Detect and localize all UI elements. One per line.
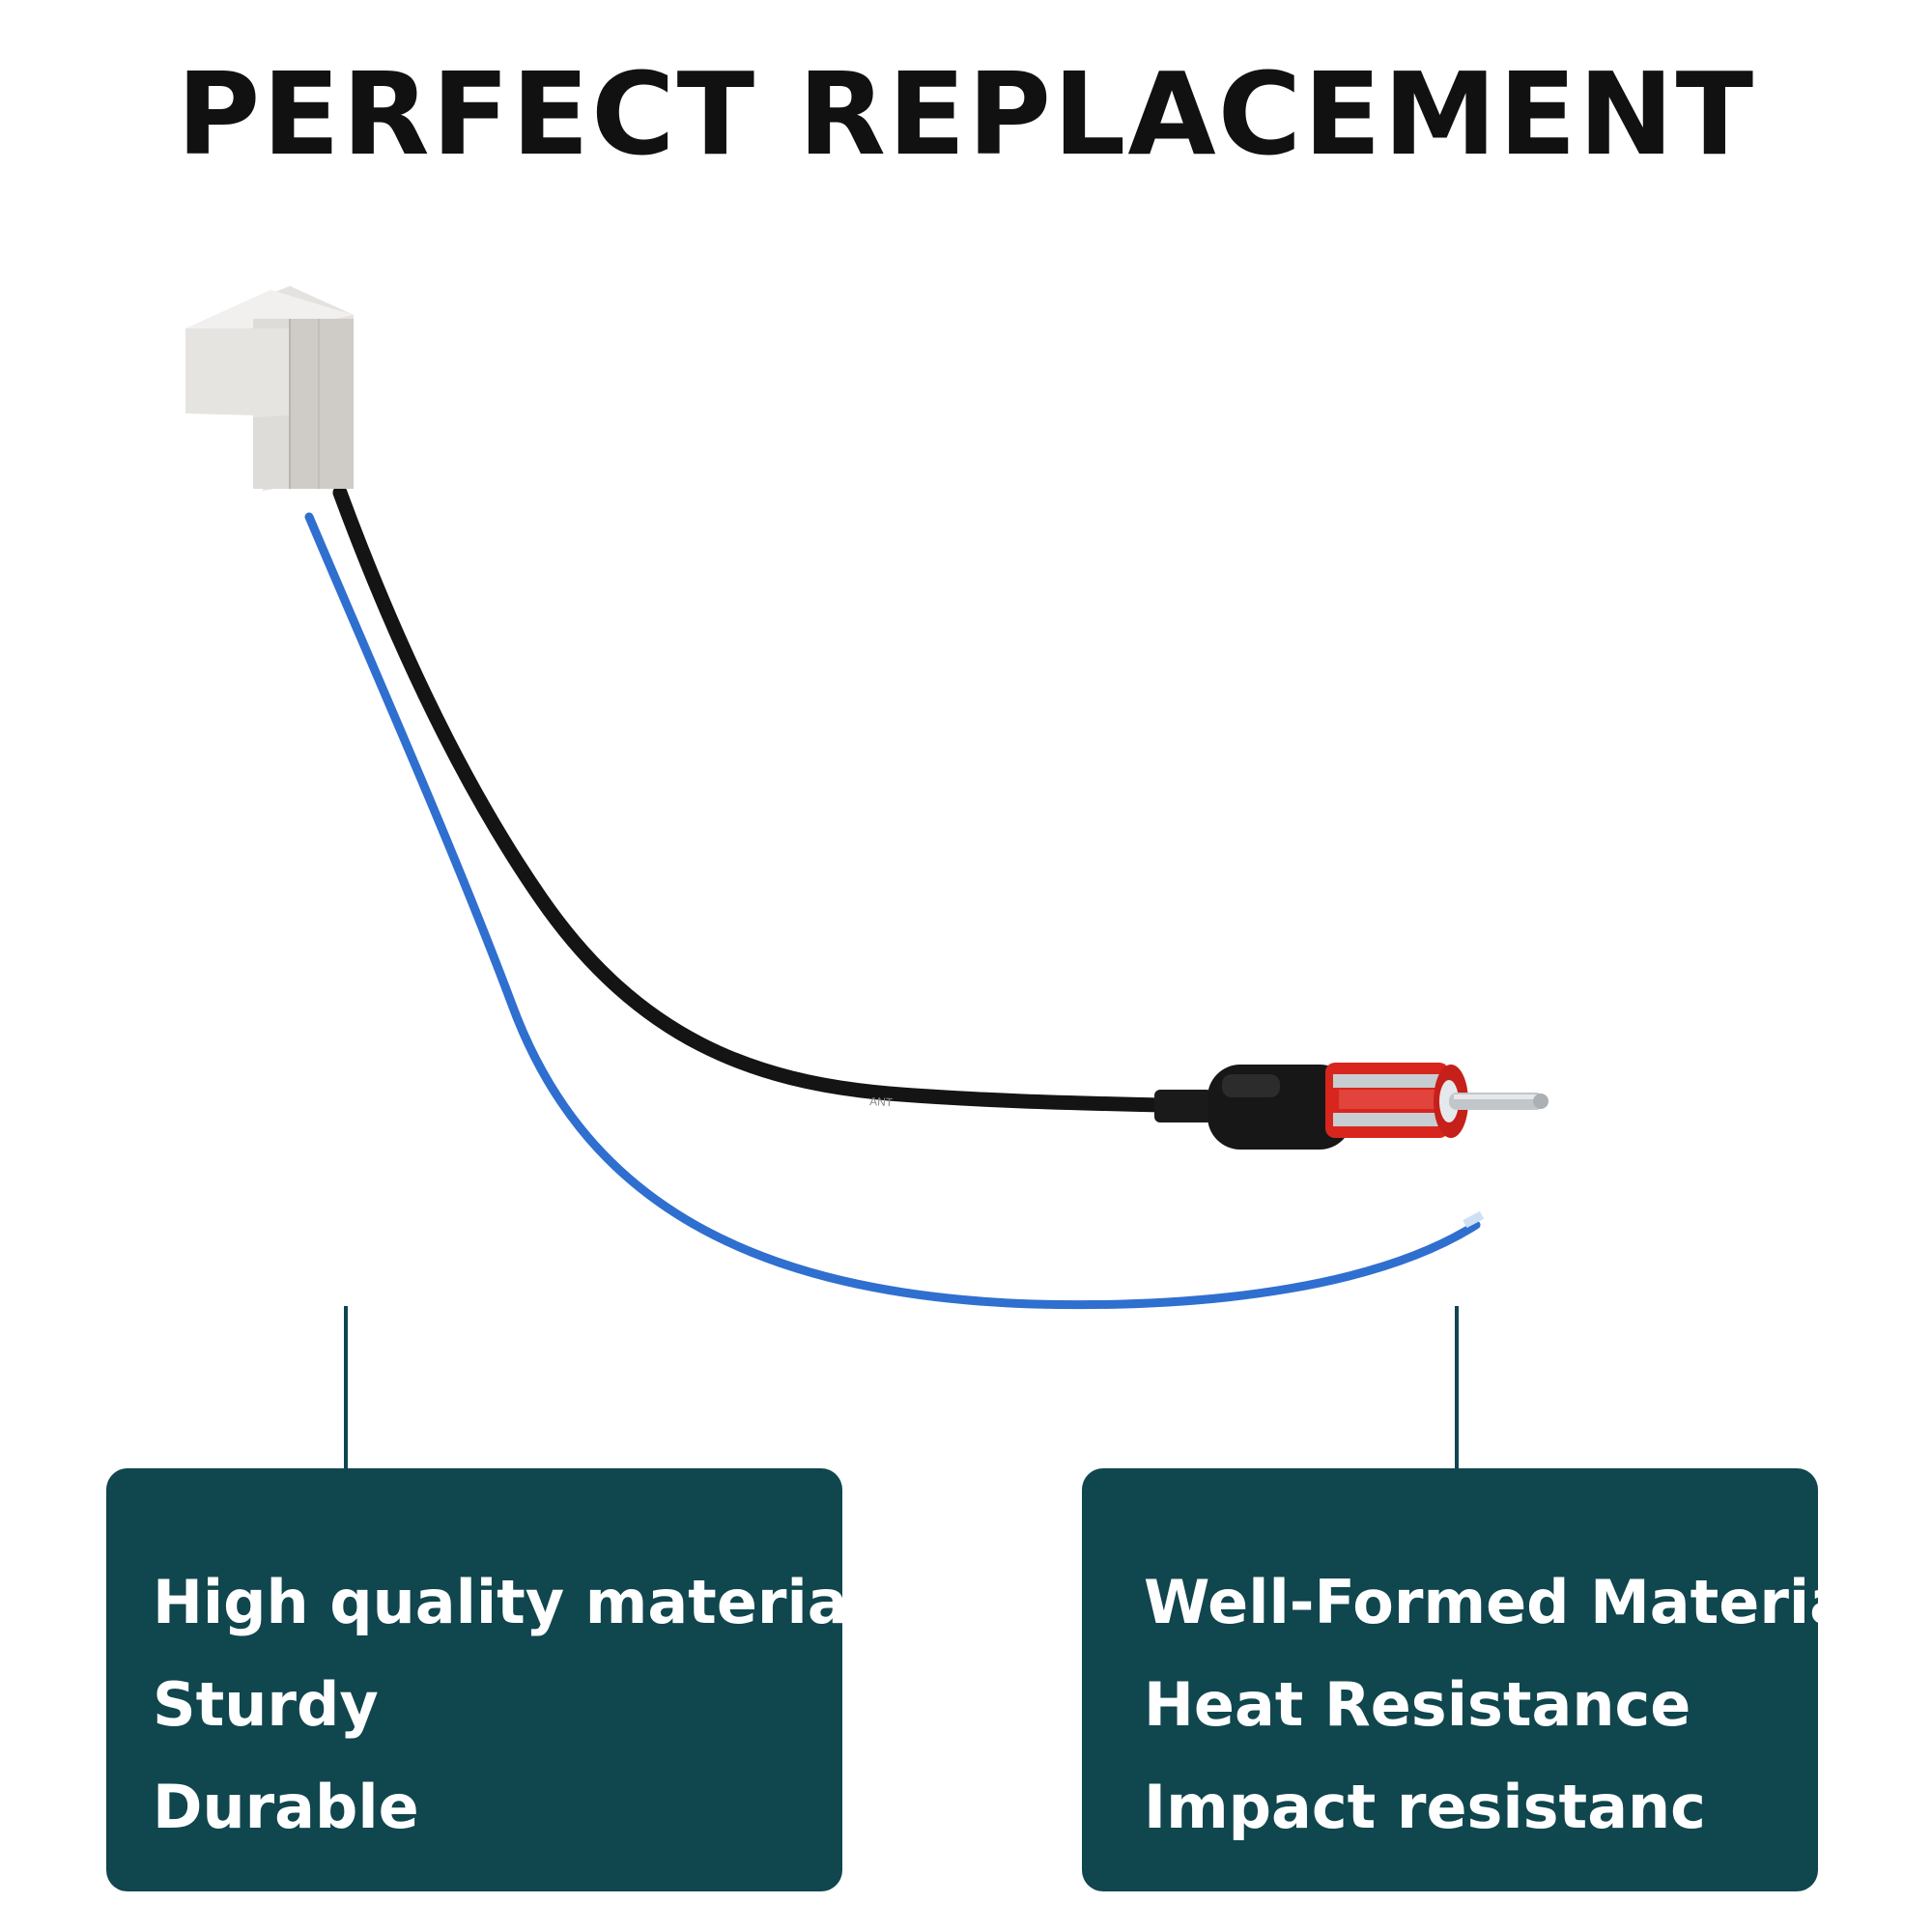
right-feature-1: Well-Formed Material bbox=[1144, 1567, 1871, 1637]
black-coax-wire bbox=[332, 485, 1167, 1113]
blue-wire-stripped-tip bbox=[1463, 1210, 1485, 1229]
blue-wire bbox=[304, 512, 1481, 1310]
cable-print: ANT bbox=[869, 1094, 894, 1109]
left-feature-1: High quality material bbox=[153, 1567, 868, 1637]
left-callout-line bbox=[344, 1306, 348, 1470]
right-feature-3: Impact resistanc bbox=[1144, 1772, 1706, 1842]
right-feature-2: Heat Resistance bbox=[1144, 1669, 1691, 1740]
right-callout-line bbox=[1455, 1306, 1459, 1470]
antenna-plug bbox=[1154, 1063, 1548, 1150]
left-feature-card: High quality material Sturdy Durable bbox=[106, 1468, 868, 1891]
left-feature-2: Sturdy bbox=[153, 1669, 379, 1740]
headline: PERFECT REPLACEMENT bbox=[176, 47, 1756, 181]
white-connector bbox=[185, 286, 354, 491]
right-feature-card: Well-Formed Material Heat Resistance Imp… bbox=[1082, 1468, 1871, 1891]
left-feature-3: Durable bbox=[153, 1772, 419, 1842]
